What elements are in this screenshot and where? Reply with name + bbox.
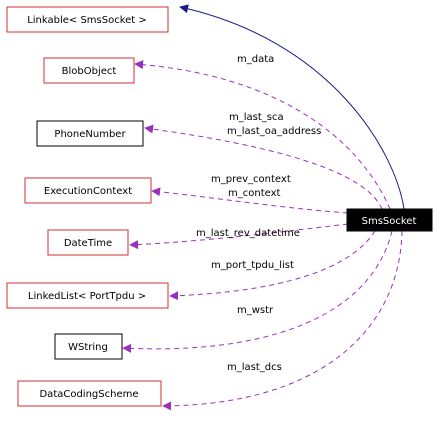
- svg-text:DataCodingScheme: DataCodingScheme: [39, 389, 138, 400]
- svg-text:Linkable< SmsSocket >: Linkable< SmsSocket >: [27, 15, 147, 26]
- edge-label-m-last-oa-address: m_last_oa_address: [227, 126, 321, 137]
- edge-label-m-context: m_context: [228, 188, 281, 199]
- edges: [122, 4, 405, 411]
- svg-text:LinkedList< PortTpdu >: LinkedList< PortTpdu >: [28, 291, 146, 302]
- edge-labels: m_data m_last_sca m_last_oa_address m_pr…: [196, 54, 321, 373]
- edge-label-m-last-dcs: m_last_dcs: [227, 362, 282, 373]
- edge-label-m-last-rev-datetime: m_last_rev_datetime: [196, 228, 300, 239]
- svg-text:WString: WString: [68, 342, 108, 353]
- edge-m-last-sca: [144, 124, 383, 210]
- edge-label-m-wstr: m_wstr: [237, 305, 274, 316]
- edge-label-m-prev-context: m_prev_context: [211, 174, 291, 185]
- edge-m-wstr: [122, 230, 393, 353]
- edge-m-data: [134, 60, 391, 210]
- edge-label-m-data: m_data: [237, 54, 274, 65]
- node-blob-object[interactable]: BlobObject: [43, 57, 135, 84]
- node-linked-list[interactable]: LinkedList< PortTpdu >: [6, 282, 169, 309]
- node-sms-socket[interactable]: SmsSocket: [346, 208, 433, 232]
- svg-text:SmsSocket: SmsSocket: [362, 216, 417, 227]
- svg-text:ExecutionContext: ExecutionContext: [44, 186, 132, 197]
- node-date-time[interactable]: DateTime: [47, 229, 129, 256]
- node-wstring[interactable]: WString: [54, 333, 123, 360]
- node-data-coding-scheme[interactable]: DataCodingScheme: [17, 380, 162, 407]
- node-linkable[interactable]: Linkable< SmsSocket >: [6, 6, 169, 33]
- inheritance-edge-linkable: [179, 4, 405, 210]
- svg-text:BlobObject: BlobObject: [62, 66, 117, 77]
- node-execution-context[interactable]: ExecutionContext: [24, 177, 152, 204]
- svg-text:DateTime: DateTime: [64, 238, 112, 249]
- edge-m-prev-context: [151, 187, 349, 214]
- edge-m-last-rev-datetime: [129, 223, 349, 250]
- edge-label-m-last-sca: m_last_sca: [229, 112, 284, 123]
- edge-m-last-dcs: [162, 230, 403, 411]
- edge-label-m-port-tpdu-list: m_port_tpdu_list: [211, 260, 294, 271]
- node-phone-number[interactable]: PhoneNumber: [36, 120, 144, 147]
- svg-text:PhoneNumber: PhoneNumber: [54, 129, 126, 140]
- edge-m-port-tpdu-list: [169, 230, 376, 301]
